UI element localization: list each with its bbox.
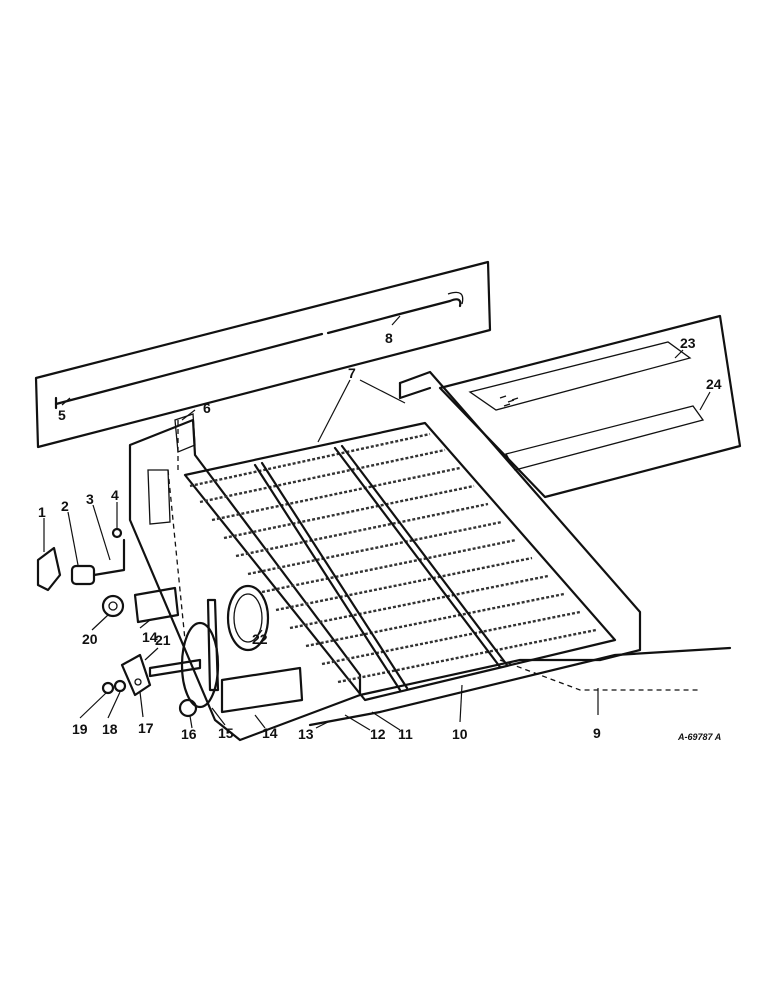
callout-4: 4 (111, 487, 119, 503)
plate-14-upper (133, 586, 180, 624)
callout-21: 21 (155, 632, 171, 648)
bracket-21 (120, 653, 152, 697)
washer-19 (101, 681, 115, 695)
bushing-2 (70, 564, 96, 586)
callout-15: 15 (218, 725, 234, 741)
callout-6: 6 (203, 400, 211, 416)
rod-8 (326, 298, 462, 335)
bracket-1 (36, 546, 62, 592)
bolt-3 (92, 538, 126, 577)
bolt-17 (134, 678, 142, 686)
bushing-16 (178, 698, 198, 718)
roller-20 (101, 594, 125, 618)
callout-13: 13 (298, 726, 314, 742)
callout-2: 2 (61, 498, 69, 514)
callout-9: 9 (593, 725, 601, 741)
callout-10: 10 (452, 726, 468, 742)
callout-8: 8 (385, 330, 393, 346)
callout-18: 18 (102, 721, 118, 737)
callout-12: 12 (370, 726, 386, 742)
plate-14-lower (220, 666, 304, 714)
nut-18 (113, 679, 127, 693)
nut-4 (111, 527, 123, 539)
rod-5 (54, 332, 324, 406)
sieve-frame (128, 370, 732, 742)
callout-14-upper: 14 (142, 629, 158, 645)
callout-23: 23 (680, 335, 696, 351)
callout-16: 16 (181, 726, 197, 742)
plate-24 (505, 405, 705, 471)
callouts: 1 2 3 4 5 6 7 8 9 10 11 12 13 14 14 15 1… (38, 330, 722, 742)
callout-22: 22 (252, 631, 268, 647)
callout-20: 20 (82, 631, 98, 647)
callout-19: 19 (72, 721, 88, 737)
port-22 (226, 584, 270, 652)
leader-lines (43, 315, 711, 731)
callout-1: 1 (38, 504, 46, 520)
callout-5: 5 (58, 407, 66, 423)
gasket-23 (468, 341, 692, 411)
callout-11: 11 (398, 726, 413, 742)
hanger-parts (36, 413, 304, 718)
callout-24: 24 (706, 376, 722, 392)
callout-7: 7 (348, 365, 356, 381)
grate-slats (189, 432, 597, 684)
callout-3: 3 (86, 491, 94, 507)
callout-17: 17 (138, 720, 154, 736)
callout-14-lower: 14 (262, 725, 278, 741)
drawing-reference: A-69787 A (677, 732, 721, 742)
rod-panel (34, 260, 492, 449)
